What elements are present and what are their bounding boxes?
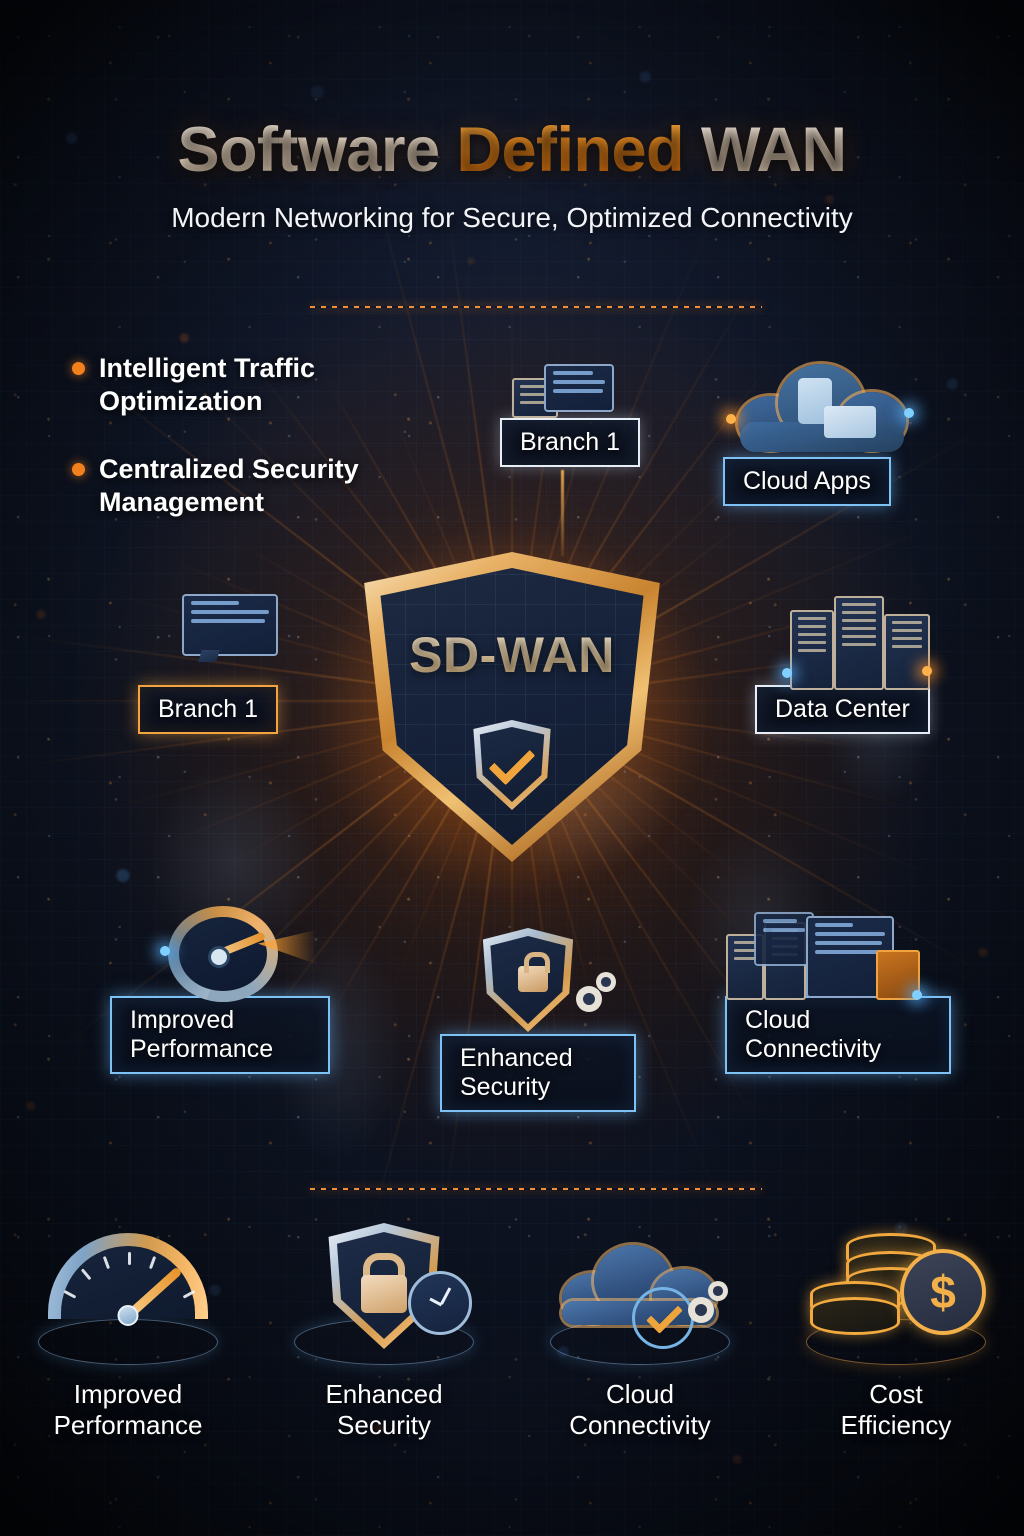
coins-dollar-icon: $	[768, 1215, 1024, 1365]
node-label-improved-performance: Improved Performance	[110, 996, 330, 1074]
shield-lock-clock-icon	[256, 1215, 512, 1365]
server-rack-icon	[782, 592, 932, 690]
lock-body-icon	[361, 1275, 407, 1313]
benefits-row: Improved Performance Enhanced Security	[0, 1215, 1024, 1441]
gauge-icon	[0, 1215, 256, 1365]
bullet-dot-icon	[72, 462, 85, 476]
node-cloud-connectivity[interactable]: Cloud Connectivity	[725, 996, 951, 1074]
benefit-cloud-connectivity[interactable]: Cloud Connectivity	[512, 1215, 768, 1441]
poster-header: Software Defined WAN Modern Networking f…	[0, 115, 1024, 234]
divider-top	[310, 306, 762, 308]
shield-label: SD-WAN	[358, 626, 666, 684]
benefit-improved-performance[interactable]: Improved Performance	[0, 1215, 256, 1441]
list-item: Intelligent Traffic Optimization	[72, 352, 432, 419]
page-subtitle: Modern Networking for Secure, Optimized …	[171, 201, 853, 233]
dollar-coin-icon: $	[900, 1249, 986, 1335]
node-label-cloud-connectivity: Cloud Connectivity	[725, 996, 951, 1074]
title-part-2: Defined	[456, 115, 685, 185]
clock-icon	[408, 1271, 472, 1335]
central-shield: SD-WAN	[238, 442, 786, 982]
coin-stack: $	[808, 1231, 986, 1335]
divider-bottom	[310, 1188, 762, 1190]
benefit-label-line1: Cost	[869, 1379, 923, 1409]
benefit-label-line2: Security	[337, 1410, 431, 1441]
benefit-label-line1: Improved	[73, 1379, 183, 1409]
benefit-label: Improved Performance	[0, 1379, 256, 1441]
coin	[810, 1297, 900, 1335]
page-title: Software Defined WAN	[0, 115, 1024, 185]
benefit-label: Cost Efficiency	[768, 1379, 1024, 1441]
gauge-arc	[48, 1233, 208, 1326]
node-enhanced-security[interactable]: Enhanced Security	[440, 1034, 636, 1112]
benefit-label: Enhanced Security	[256, 1379, 512, 1441]
benefit-cost-efficiency[interactable]: $ Cost Efficiency	[768, 1215, 1024, 1441]
title-part-3: WAN	[684, 115, 847, 185]
benefit-label-line2: Efficiency	[840, 1410, 952, 1441]
benefit-label: Cloud Connectivity	[512, 1379, 768, 1441]
gear-icon	[708, 1281, 728, 1301]
server-screen-icon	[508, 362, 620, 418]
node-label-enhanced-security: Enhanced Security	[440, 1034, 636, 1112]
checkmark-icon	[632, 1287, 694, 1349]
benefit-enhanced-security[interactable]: Enhanced Security	[256, 1215, 512, 1441]
title-part-1: Software	[177, 115, 457, 185]
benefit-label-line1: Cloud	[606, 1379, 674, 1409]
benefit-label-line2: Connectivity	[569, 1410, 711, 1441]
node-improved-performance[interactable]: Improved Performance	[110, 996, 330, 1074]
cloud-check-gears-icon	[512, 1215, 768, 1365]
bullet-dot-icon	[72, 362, 85, 375]
gauge-hub	[117, 1305, 139, 1326]
lock-shackle-icon	[363, 1253, 405, 1286]
gear-icon	[688, 1297, 714, 1323]
benefit-label-line1: Enhanced	[325, 1379, 443, 1409]
cloud-shape	[556, 1239, 728, 1349]
benefit-label-line2: Performance	[53, 1410, 203, 1441]
feature-label: Intelligent Traffic Optimization	[99, 353, 316, 417]
